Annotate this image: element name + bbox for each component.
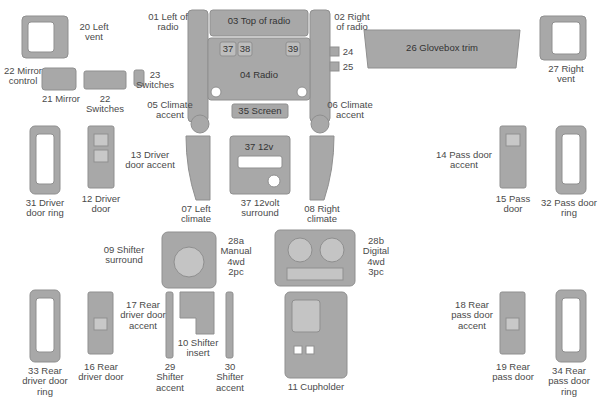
part-label: 01 Left of radio [148,12,188,33]
part-number: 37 [221,44,235,54]
part-label: 27 Right vent [544,64,588,85]
part-label: 34 Rear pass door ring [541,366,597,397]
part-label: 20 Left vent [76,22,112,43]
part-number: 04 Radio [229,70,289,80]
part-label: 22 Mirror control [3,66,43,87]
part-label: 11 Cupholder [281,382,351,392]
part-label: 28a Manual 4wd 2pc [219,236,253,277]
part-label: 30 Shifter accent [210,362,250,393]
part-label: 10 Shifter insert [174,338,222,359]
part-label: 29 Shifter accent [150,362,190,393]
part-label: 18 Rear pass door accent [444,300,500,331]
part-label: 24 [340,47,356,57]
part-label: 14 Pass door accent [434,150,494,171]
part-label: 15 Pass door [490,194,536,215]
part-label: 21 Mirror [40,94,82,104]
part-label: 28b Digital 4wd 3pc [359,236,393,277]
part-label: 05 Climate accent [147,100,193,121]
part-label: 16 Rear driver door [76,362,126,383]
part-label: 23 Switches [135,70,175,91]
part-label: 17 Rear driver door accent [115,300,171,331]
part-number: 37 12v [231,142,287,152]
part-label: 22 Switches [82,94,128,115]
part-label: 09 Shifter surround [91,245,157,266]
part-label: 07 Left climate [174,204,218,225]
part-number: 38 [238,44,252,54]
part-number: 26 Glovebox trim [392,43,492,53]
part-label: 32 Pass door ring [541,198,597,219]
part-label: 06 Climate accent [327,100,373,121]
part-label: 12 Driver door [78,194,124,215]
part-label: 19 Rear pass door [490,362,536,383]
part-label: 02 Right of radio [332,12,372,33]
part-label: 37 12volt surround [227,198,293,219]
part-label: 33 Rear driver door ring [15,366,75,397]
part-number: 35 Screen [232,106,288,116]
part-label: 08 Right climate [300,204,344,225]
part-number: 39 [286,44,300,54]
part-label: 13 Driver door accent [120,150,180,171]
part-label: 25 [340,62,356,72]
part-label: 31 Driver door ring [17,198,73,219]
part-number: 03 Top of radio [214,16,304,26]
